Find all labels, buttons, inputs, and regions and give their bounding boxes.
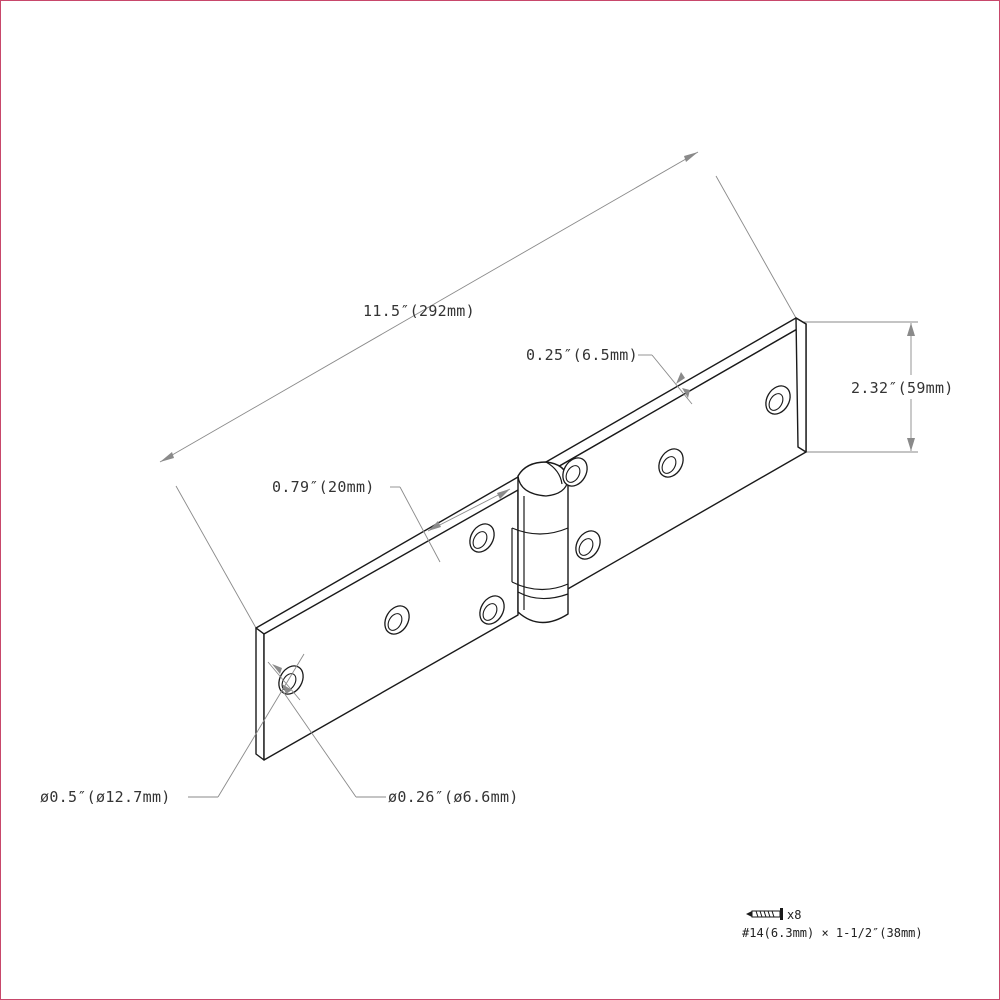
- hole-5: [562, 457, 588, 487]
- width-arrow-top: [907, 323, 915, 336]
- countersink-leader: [217, 653, 305, 798]
- length-arrow-left: [160, 452, 174, 462]
- hole-8: [765, 385, 791, 415]
- width-label: 2.32″(59mm): [851, 379, 954, 397]
- left-leaf-end-face: [255, 627, 265, 761]
- screw-holes: [278, 385, 791, 695]
- knuckle-dimension: 0.79″(20mm): [272, 478, 511, 563]
- length-extension-left: [175, 485, 257, 629]
- hole-7: [658, 448, 684, 478]
- countersink-arrow: [272, 664, 282, 674]
- screw-icon: [746, 908, 783, 920]
- knuckle-split-lower: [511, 581, 569, 591]
- countersink-label: ø0.5″(ø12.7mm): [40, 788, 171, 806]
- thickness-arrow-2: [682, 388, 690, 398]
- hole-4: [479, 595, 505, 625]
- thickness-dimension: 0.25″(6.5mm): [526, 346, 693, 405]
- knuckle-arrow-2: [497, 489, 510, 499]
- width-dimension: 2.32″(59mm): [800, 321, 974, 453]
- length-dimension: 11.5″(292mm): [159, 151, 797, 629]
- knuckle-dimension-line: [427, 488, 511, 532]
- knuckle-split-upper: [511, 527, 569, 535]
- knuckle-arrow-1: [428, 521, 441, 531]
- hardware-note: x8 #14(6.3mm) × 1-1/2″(38mm): [742, 908, 923, 940]
- knuckle-body: [517, 461, 569, 624]
- thickness-label: 0.25″(6.5mm): [526, 346, 638, 364]
- screw-quantity: x8: [787, 908, 801, 922]
- width-arrow-bottom: [907, 438, 915, 451]
- thickness-arrow-1: [676, 372, 685, 384]
- hole-callouts: ø0.5″(ø12.7mm) ø0.26″(ø6.6mm): [40, 653, 519, 806]
- knuckle-split-lower-2: [517, 591, 569, 600]
- knuckle-top-ridge: [545, 461, 563, 485]
- screw-spec: #14(6.3mm) × 1-1/2″(38mm): [742, 926, 923, 940]
- right-leaf-end-face: [795, 317, 807, 453]
- hole-leader: [281, 689, 357, 798]
- hole-2: [384, 605, 410, 635]
- hole-label: ø0.26″(ø6.6mm): [388, 788, 519, 806]
- length-dimension-line: [159, 151, 699, 463]
- knuckle-label: 0.79″(20mm): [272, 478, 375, 496]
- length-label: 11.5″(292mm): [363, 302, 475, 320]
- width-label-backdrop: [848, 375, 974, 399]
- countersink-dimension-line: [267, 661, 301, 701]
- length-arrow-right: [684, 152, 698, 162]
- knuckle-top-ellipse: [517, 475, 569, 497]
- hole-3: [469, 523, 495, 553]
- thickness-leader: [651, 354, 693, 405]
- length-extension-right: [715, 175, 797, 319]
- hole-arrow: [282, 684, 292, 694]
- hole-6: [575, 530, 601, 560]
- knuckle-leader: [399, 486, 441, 563]
- hinge-knuckle: [511, 461, 569, 624]
